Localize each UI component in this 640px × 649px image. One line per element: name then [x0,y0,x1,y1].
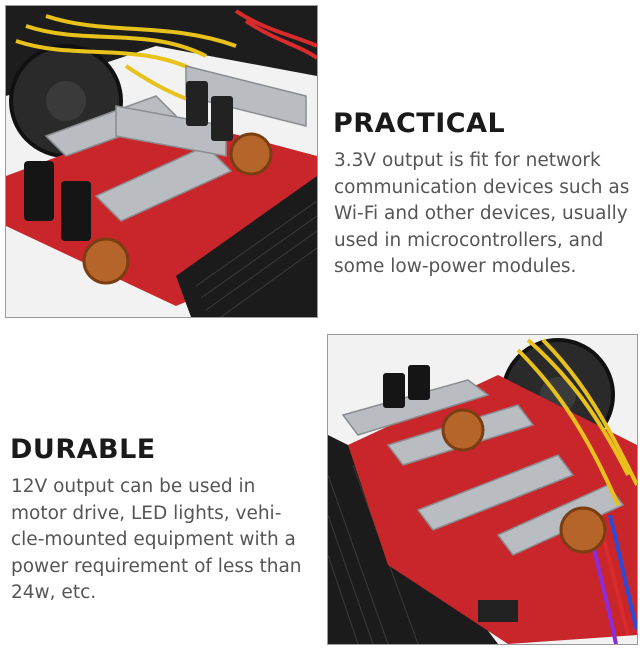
practical-line: used in microcontrollers, and [334,229,604,251]
psu-interior-illustration [6,6,317,317]
psu-photo-top [5,5,318,318]
durable-description: 12V output can be used in motor drive, L… [11,474,311,607]
durable-heading: DURABLE [10,434,156,465]
practical-line: Wi-Fi and other devices, usually [334,203,628,224]
practical-heading: PRACTICAL [333,108,506,139]
durable-line: 12V output can be used in [11,476,256,497]
psu-interior-illustration [328,335,637,644]
practical-line: 3.3V output is fit for network [334,150,601,171]
practical-description: 3.3V output is fit for network communica… [334,148,634,281]
durable-line: cle-mounted equipment with a [11,529,296,550]
practical-line: some low-power modules. [334,256,577,277]
practical-line: communication devices such as [334,176,630,198]
durable-line: motor drive, LED lights, vehi- [11,502,282,524]
durable-line: 24w, etc. [11,582,97,603]
psu-photo-bottom [327,334,638,645]
durable-line: power requirement of less than [11,555,302,577]
